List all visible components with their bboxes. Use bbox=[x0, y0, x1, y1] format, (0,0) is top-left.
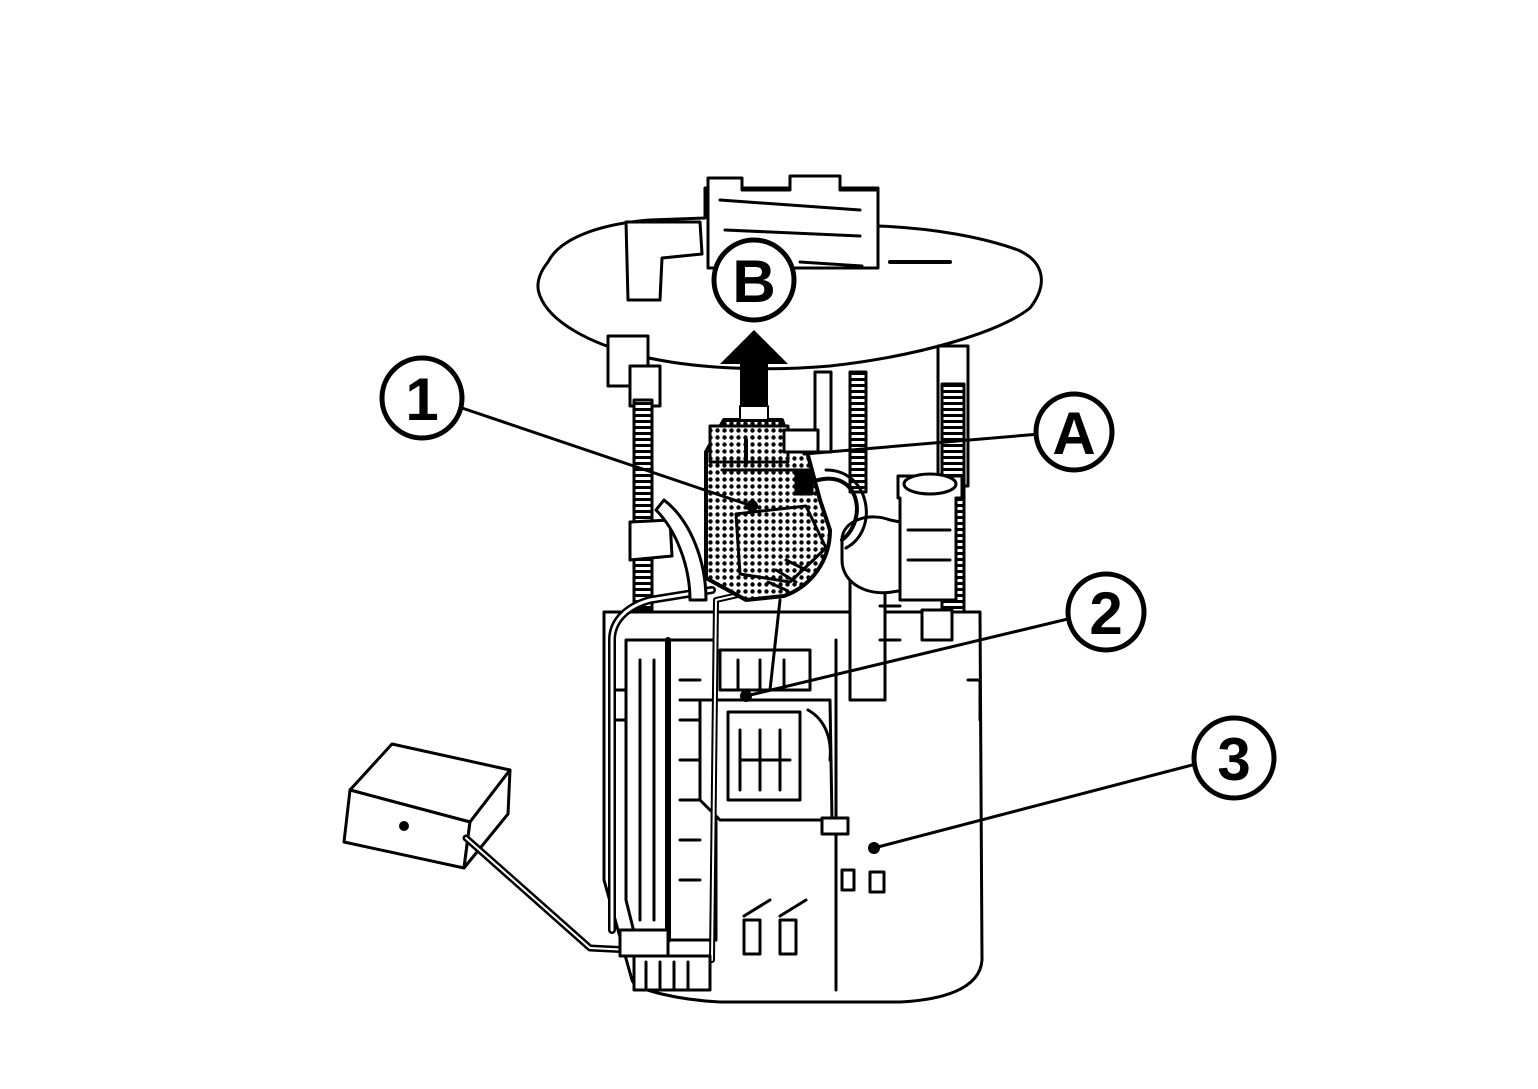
callout-a-label: A bbox=[1052, 400, 1095, 467]
pump-motor bbox=[608, 586, 718, 943]
pressure-regulator bbox=[698, 648, 834, 822]
callout-1: 1 bbox=[379, 355, 465, 441]
leader-lines bbox=[460, 406, 1198, 850]
callout-1-label: 1 bbox=[405, 366, 438, 433]
callout-3: 3 bbox=[1191, 715, 1277, 801]
callout-b-label: B bbox=[732, 248, 775, 315]
callout-3-label: 3 bbox=[1217, 726, 1250, 793]
filter-bracket bbox=[628, 498, 708, 602]
callout-2-label: 2 bbox=[1089, 580, 1122, 647]
return-tube bbox=[840, 472, 964, 702]
leader-dots bbox=[399, 500, 880, 854]
harness-connector bbox=[704, 418, 832, 602]
callout-2: 2 bbox=[1065, 571, 1147, 653]
reservoir-clips bbox=[742, 816, 886, 956]
arrow-up bbox=[720, 330, 788, 421]
callout-a: A bbox=[1033, 391, 1115, 473]
callout-b: B bbox=[711, 237, 797, 323]
